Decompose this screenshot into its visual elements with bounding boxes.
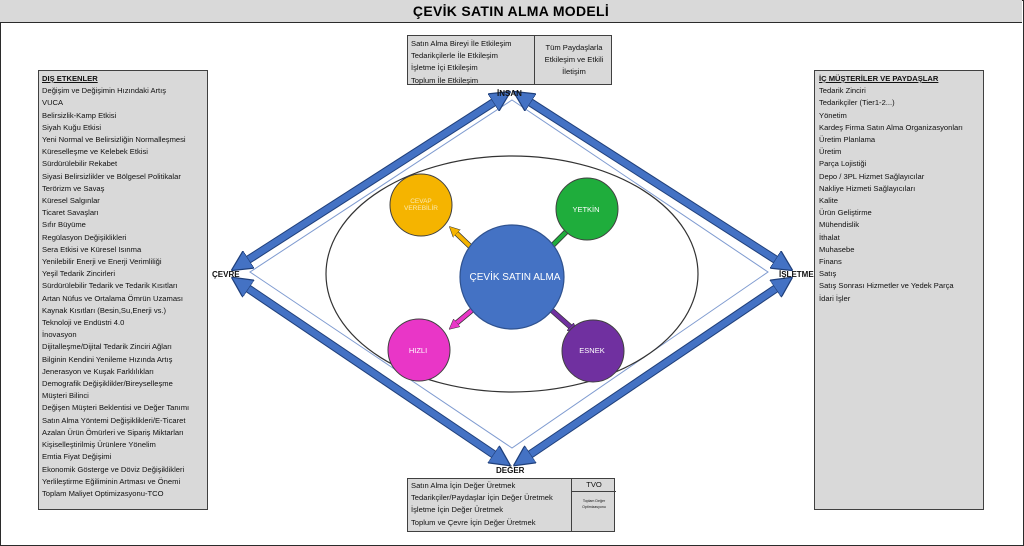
dis-etken-item: Ekonomik Gösterge ve Döviz Değişiklikler… bbox=[42, 464, 185, 474]
dis-etken-item: Müşteri Bilinci bbox=[42, 391, 89, 401]
ic-musteri-item: Depo / 3PL Hizmet Sağlayıcılar bbox=[819, 171, 925, 181]
circle-label-hizli: HIZLI bbox=[408, 345, 428, 355]
insan-side-note-text: Tüm Paydaşlarla Etkileşim ve Etkili İlet… bbox=[544, 42, 604, 77]
center-circle bbox=[459, 224, 565, 330]
dis-etkenler-box: DIŞ ETKENLER Değişim ve Değişimin Hızınd… bbox=[38, 70, 208, 510]
dis-etken-item: Sera Etkisi ve Küresel Isınma bbox=[42, 244, 142, 254]
deger-item: Tedarikçiler/Paydaşlar İçin Değer Üretme… bbox=[411, 493, 553, 503]
dis-etken-item: Küresel Salgınlar bbox=[42, 196, 100, 206]
ic-musteri-item: Satış Sonrası Hizmetler ve Yedek Parça bbox=[819, 281, 954, 291]
dis-etken-item: Emtia Fiyat Değişimi bbox=[42, 452, 112, 462]
ic-musteri-item: İthalat bbox=[819, 232, 840, 242]
ic-musteri-item: Satış bbox=[819, 269, 837, 279]
ic-musteri-item: Kalite bbox=[819, 196, 838, 206]
center-label: ÇEVİK SATIN ALMA bbox=[469, 271, 561, 283]
deger-item: Satın Alma İçin Değer Üretmek bbox=[411, 481, 516, 490]
dis-etken-item: Belirsizlik-Kamp Etkisi bbox=[42, 110, 117, 120]
dis-etken-item: Dijitalleşme/Dijital Tedarik Zinciri Ağl… bbox=[42, 342, 172, 352]
insan-list: Satın Alma Bireyi İle Etkileşim Tedarikç… bbox=[411, 38, 531, 87]
arrow-deger-cevre bbox=[240, 283, 502, 460]
ic-musteri-item: Tedarikçiler (Tier1-2...) bbox=[819, 98, 895, 108]
insan-box: Satın Alma Bireyi İle Etkileşim Tedarikç… bbox=[407, 35, 612, 85]
arrow-insan-isletme bbox=[522, 97, 784, 265]
circle-label-esnek: ESNEK bbox=[579, 345, 605, 355]
dis-etken-item: Kişiselleştirilmiş Ürünlere Yönelim bbox=[42, 440, 156, 450]
dis-etken-item: Terörizm ve Savaş bbox=[42, 183, 105, 193]
dis-etken-item: Siyasi Belirsizlikler ve Bölgesel Politi… bbox=[42, 171, 181, 181]
dis-etken-item: Teknoloji ve Endüstri 4.0 bbox=[42, 318, 125, 328]
circle-esnek bbox=[561, 319, 625, 383]
dis-etken-item: Toplam Maliyet Optimizasyonu-TCO bbox=[42, 488, 164, 498]
deger-box: Satın Alma İçin Değer Üretmek Tedarikçil… bbox=[407, 478, 616, 532]
ic-musteri-item: İdari İşler bbox=[819, 293, 851, 303]
circle-label-yetkin: YETKİN bbox=[572, 204, 600, 214]
dis-etken-item: Bilginin Kendini Yenileme Hızında Artış bbox=[42, 354, 173, 364]
deger-item: Toplum ve Çevre İçin Değer Üretmek bbox=[411, 517, 536, 527]
ic-musteri-item: Ürün Geliştirme bbox=[819, 208, 872, 218]
dis-etkenler-header: DIŞ ETKENLER bbox=[42, 74, 98, 83]
dis-etken-item: Kaynak Kısıtları (Besin,Su,Enerji vs.) bbox=[42, 305, 167, 315]
diagram-title: ÇEVİK SATIN ALMA MODELİ bbox=[0, 0, 1022, 23]
insan-item: İşletme İçi Etkileşim bbox=[411, 63, 478, 73]
deger-list: Satın Alma İçin Değer Üretmek Tedarikçil… bbox=[411, 480, 571, 529]
tvo-note: Toplam Değer Optimizasyonu bbox=[582, 499, 606, 509]
dis-etken-item: Azalan Ürün Ömürleri ve Sipariş Miktarla… bbox=[42, 427, 184, 437]
ic-musteri-item: Yönetim bbox=[819, 110, 847, 120]
dis-etken-item: Yerlileştirme Eğiliminin Artması ve Önem… bbox=[42, 476, 181, 486]
ic-musteri-item: Parça Lojistiği bbox=[819, 159, 867, 169]
dis-etken-item: Jenerasyon ve Kuşak Farklılıkları bbox=[42, 366, 154, 376]
tvo-cell: TVO Toplam Değer Optimizasyonu bbox=[571, 479, 616, 531]
insan-item: Satın Alma Bireyi İle Etkileşim bbox=[411, 39, 512, 48]
dis-etken-item: Sürdürülebilir Tedarik ve Tedarik Kısıtl… bbox=[42, 281, 178, 291]
ic-musteriler-header: İÇ MÜŞTERİLER VE PAYDAŞLAR bbox=[819, 74, 939, 83]
ic-musteriler-box: İÇ MÜŞTERİLER VE PAYDAŞLAR Tedarik Zinci… bbox=[814, 70, 984, 510]
ic-musteri-item: Üretim Planlama bbox=[819, 135, 876, 145]
dis-etken-item: İnovasyon bbox=[42, 330, 77, 340]
satellite-arrow bbox=[548, 307, 574, 330]
ic-musteri-item: Nakliye Hizmeti Sağlayıcıları bbox=[819, 183, 916, 193]
circle-yetkin bbox=[555, 177, 619, 241]
dis-etken-item: Yeni Normal ve Belirsizliğin Normalleşme… bbox=[42, 135, 186, 145]
diamond-arrows bbox=[240, 97, 784, 460]
ic-musteri-item: Kardeş Firma Satın Alma Organizasyonları bbox=[819, 122, 963, 132]
node-label-insan: İNSAN bbox=[497, 89, 522, 98]
dis-etken-item: Artan Nüfus ve Ortalama Ömrün Uzaması bbox=[42, 293, 183, 303]
dis-etken-item: Siyah Kuğu Etkisi bbox=[42, 122, 102, 132]
ic-musteri-item: Finans bbox=[819, 257, 842, 267]
insan-item: Toplum İle Etkileşim bbox=[411, 75, 479, 85]
dis-etken-item: Ticaret Savaşları bbox=[42, 208, 99, 218]
ic-musteri-item: Tedarik Zinciri bbox=[819, 86, 866, 96]
dis-etken-item: Satın Alma Yöntemi Değişiklikleri/E-Tica… bbox=[42, 415, 186, 425]
insan-item: Tedarikçilerle İle Etkileşim bbox=[411, 51, 498, 61]
circles-group bbox=[387, 173, 625, 383]
dis-etken-item: VUCA bbox=[42, 98, 64, 108]
dis-etken-item: Sıfır Büyüme bbox=[42, 220, 86, 230]
dis-etken-item: Regülasyon Değişiklikleri bbox=[42, 232, 127, 242]
arrow-insan-cevre bbox=[240, 97, 502, 265]
dis-etken-item: Sürdürülebilir Rekabet bbox=[42, 159, 118, 169]
node-label-cevre: ÇEVRE bbox=[212, 270, 240, 279]
ic-musteri-item: Üretim bbox=[819, 147, 842, 157]
circle-hizli bbox=[387, 318, 451, 382]
dis-etken-item: Değişen Müşteri Beklentisi ve Değer Tanı… bbox=[42, 403, 190, 413]
ic-musteri-item: Muhasebe bbox=[819, 244, 855, 254]
deger-item: İşletme İçin Değer Üretmek bbox=[411, 505, 503, 515]
dis-etken-item: Küreselleşme ve Kelebek Etkisi bbox=[42, 147, 148, 157]
circle-cevap-verebilir bbox=[389, 173, 453, 237]
arrow-deger-isletme bbox=[522, 283, 784, 460]
tvo-tag: TVO bbox=[572, 479, 616, 492]
node-label-isletme: İŞLETME bbox=[779, 270, 814, 279]
dis-etken-item: Yenilebilir Enerji ve Enerji Verimliliği bbox=[42, 257, 162, 267]
dis-etken-item: Değişim ve Değişimin Hızındaki Artış bbox=[42, 86, 167, 96]
dis-etken-item: Yeşil Tedarik Zincirleri bbox=[42, 269, 116, 279]
ic-musteri-item: Mühendislik bbox=[819, 220, 860, 230]
insan-side-note: Tüm Paydaşlarla Etkileşim ve Etkili İlet… bbox=[534, 36, 613, 84]
dis-etken-item: Demografik Değişiklikler/Bireyselleşme bbox=[42, 379, 173, 389]
node-label-deger: DEĞER bbox=[496, 466, 525, 475]
circle-label-cevap-verebilir: CEVAP VEREBİLİR bbox=[404, 198, 438, 212]
